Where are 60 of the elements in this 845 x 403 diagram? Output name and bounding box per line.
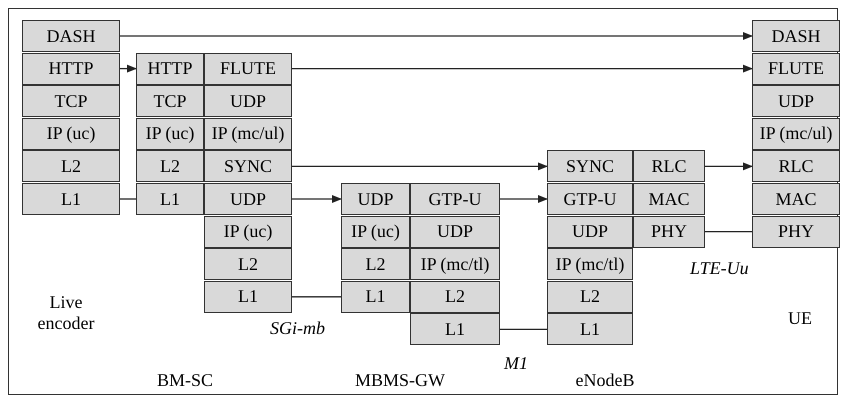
connector-line [120,198,136,200]
protocol-layer-box: RLC [633,150,705,182]
protocol-layer-box: IP (uc) [136,118,204,150]
protocol-layer-box: L2 [547,280,633,313]
protocol-layer-box: UDP [752,85,840,118]
protocol-layer-box: HTTP [136,52,204,85]
protocol-layer-box: DASH [752,20,840,52]
entity-label: MBMS-GW [354,370,446,391]
protocol-layer-box: IP (mc/ul) [204,118,292,150]
protocol-layer-box: GTP-U [410,183,500,215]
arrow [705,162,753,170]
protocol-layer-box: DASH [22,20,120,52]
connector-line [705,230,752,232]
entity-label: BM-SC [156,370,214,391]
protocol-layer-box: MAC [633,183,705,215]
arrow [500,195,548,203]
protocol-layer-box: L1 [204,280,292,313]
protocol-layer-box: L2 [136,150,204,182]
protocol-layer-box: PHY [633,216,705,248]
protocol-layer-box: TCP [136,85,204,118]
protocol-layer-box: UDP [341,183,410,215]
protocol-layer-box: IP (mc/tl) [410,248,500,280]
protocol-layer-box: FLUTE [204,52,292,85]
protocol-layer-box: UDP [410,216,500,248]
protocol-layer-box: L2 [341,248,410,280]
protocol-layer-box: HTTP [22,52,120,85]
entity-label: Live encoder [36,292,96,334]
connector-line [292,296,341,298]
protocol-layer-box: L2 [410,280,500,313]
entity-label: eNodeB [574,370,636,391]
protocol-layer-box: MAC [752,183,840,215]
protocol-layer-box: L1 [341,280,410,313]
arrow [120,64,137,73]
protocol-layer-box: IP (mc/tl) [547,248,633,280]
protocol-layer-box: L1 [410,313,500,346]
arrow [292,195,342,203]
protocol-layer-box: IP (mc/ul) [752,118,840,150]
connector-line [500,328,547,330]
protocol-layer-box: L2 [204,248,292,280]
protocol-layer-box: UDP [547,216,633,248]
protocol-layer-box: L2 [22,150,120,182]
protocol-layer-box: L1 [547,313,633,346]
entity-label: UE [787,308,813,329]
protocol-layer-box: SYNC [547,150,633,182]
protocol-layer-box: L1 [22,183,120,215]
protocol-layer-box: IP (uc) [341,216,410,248]
arrow [292,64,753,73]
protocol-layer-box: SYNC [204,150,292,182]
arrow [292,162,548,170]
protocol-layer-box: IP (uc) [22,118,120,150]
protocol-layer-box: GTP-U [547,183,633,215]
protocol-layer-box: IP (uc) [204,216,292,248]
protocol-layer-box: RLC [752,150,840,182]
arrow [120,32,753,40]
protocol-layer-box: PHY [752,216,840,248]
protocol-layer-box: TCP [22,85,120,118]
protocol-layer-box: UDP [204,85,292,118]
protocol-layer-box: L1 [136,183,204,215]
protocol-layer-box: FLUTE [752,52,840,85]
protocol-layer-box: UDP [204,183,292,215]
